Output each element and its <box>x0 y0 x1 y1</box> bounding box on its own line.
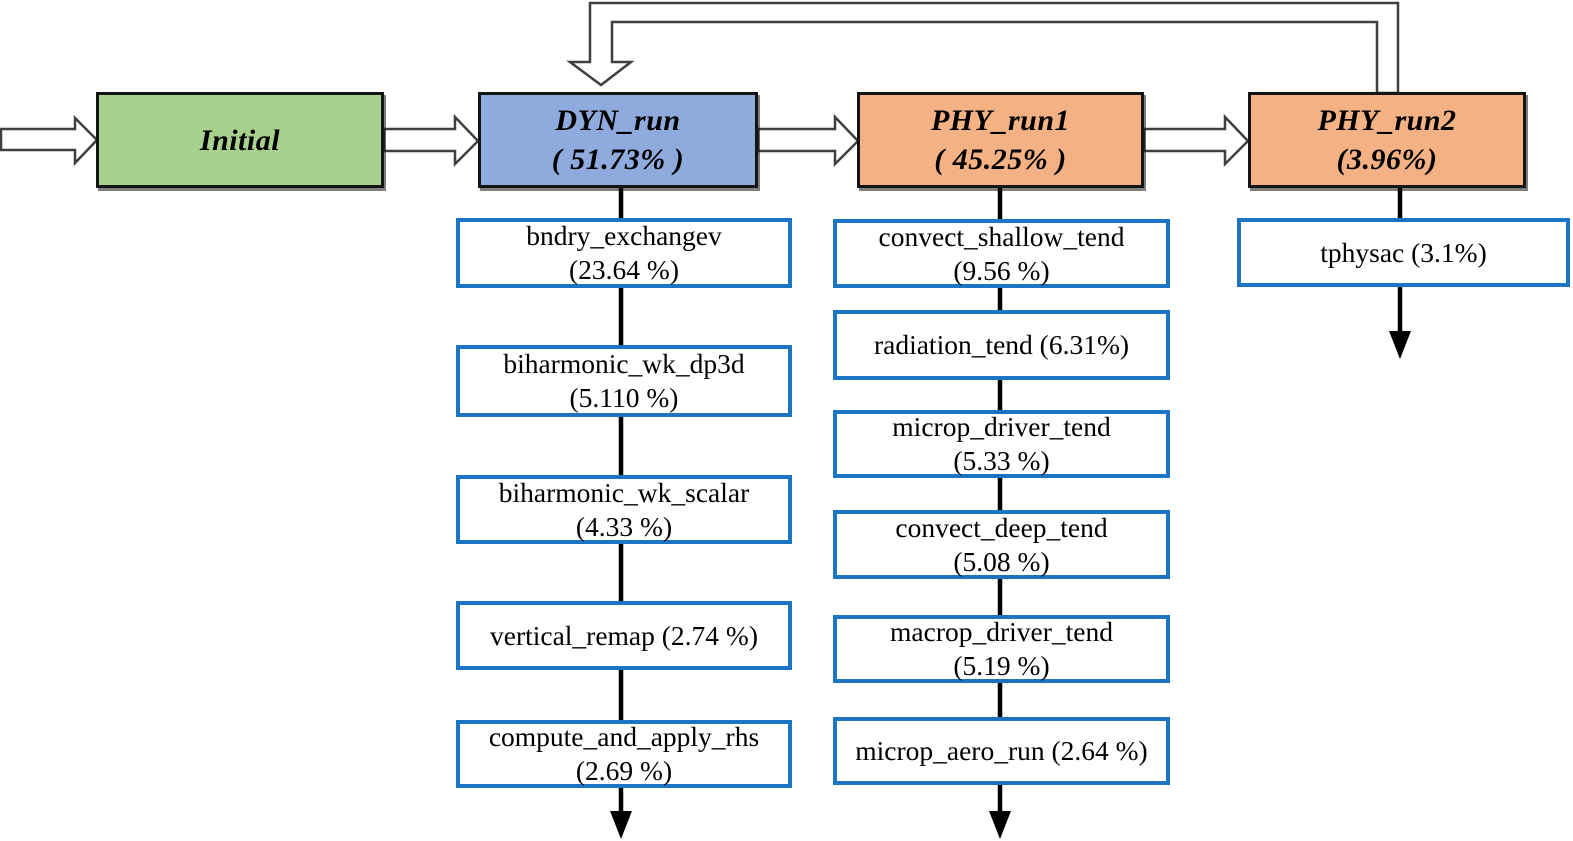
subnode-biharmonic-wk-scalar: biharmonic_wk_scalar (4.33 %) <box>456 475 792 544</box>
node-initial-label: Initial <box>199 123 281 157</box>
subnode-bndry-exchangev: bndry_exchangev (23.64 %) <box>456 218 792 288</box>
subnode-label: macrop_driver_tend <box>890 616 1113 648</box>
subnode-label: bndry_exchangev <box>526 220 722 252</box>
subnode-pct: (5.110 %) <box>569 382 679 413</box>
subnode-label: radiation_tend (6.31%) <box>873 329 1130 361</box>
subnode-radiation-tend: radiation_tend (6.31%) <box>833 310 1170 380</box>
subnode-pct: (5.08 %) <box>953 545 1050 577</box>
subnode-pct: (4.33 %) <box>575 510 673 542</box>
node-phy-run2-pct: (3.96%) <box>1336 143 1438 176</box>
phy2-column-arrowhead <box>1389 331 1411 359</box>
node-dyn-run-pct: ( 51.73% ) <box>551 143 685 176</box>
subnode-label: biharmonic_wk_scalar <box>498 476 750 508</box>
subnode-label: convect_deep_tend <box>895 511 1108 543</box>
entry-arrow <box>0 114 99 167</box>
dyn-column-arrowhead <box>610 811 632 839</box>
subnode-pct: (9.56 %) <box>953 254 1050 286</box>
subnode-compute-and-apply-rhs: compute_and_apply_rhs (2.69 %) <box>456 720 792 788</box>
subnode-convect-deep-tend: convect_deep_tend (5.08 %) <box>833 510 1170 579</box>
subnode-label: tphysac (3.1%) <box>1320 236 1487 268</box>
subnode-microp-driver-tend: microp_driver_tend (5.33 %) <box>833 410 1170 478</box>
feedback-loop-arrow <box>566 1 1400 95</box>
node-phy-run1-label: PHY_run1 <box>930 104 1071 137</box>
node-initial: Initial <box>96 92 384 188</box>
subnode-macrop-driver-tend: macrop_driver_tend (5.19 %) <box>833 615 1170 683</box>
subnode-vertical-remap: vertical_remap (2.74 %) <box>456 601 792 670</box>
subnode-label: compute_and_apply_rhs <box>488 721 760 753</box>
subnode-microp-aero-run: microp_aero_run (2.64 %) <box>833 717 1170 785</box>
subnode-pct: (2.69 %) <box>575 755 673 786</box>
node-phy-run2-label: PHY_run2 <box>1317 104 1457 137</box>
arrow-initial-to-dyn <box>382 113 480 168</box>
subnode-pct: (5.33 %) <box>953 445 1050 476</box>
subnode-pct: (5.19 %) <box>953 650 1050 681</box>
arrow-dyn-to-phy1 <box>756 113 860 168</box>
subnode-label: vertical_remap (2.74 %) <box>489 619 758 651</box>
node-dyn-run-label: DYN_run <box>555 104 681 137</box>
subnode-label: convect_shallow_tend <box>878 220 1125 252</box>
subnode-label: microp_driver_tend <box>892 411 1111 443</box>
phy1-column-arrowhead <box>989 811 1011 839</box>
subnode-biharmonic-wk-dp3d: biharmonic_wk_dp3d (5.110 %) <box>456 345 792 417</box>
node-phy-run1-pct: ( 45.25% ) <box>934 143 1067 176</box>
subnode-label: microp_aero_run (2.64 %) <box>855 735 1148 767</box>
subnode-tphysac: tphysac (3.1%) <box>1237 218 1570 287</box>
node-phy-run2: PHY_run2 (3.96%) <box>1248 92 1526 188</box>
subnode-pct: (23.64 %) <box>569 254 679 285</box>
arrow-phy1-to-phy2 <box>1142 113 1250 168</box>
subnode-label: biharmonic_wk_dp3d <box>503 348 745 380</box>
node-phy-run1: PHY_run1 ( 45.25% ) <box>857 92 1144 188</box>
subnode-convect-shallow-tend: convect_shallow_tend (9.56 %) <box>833 219 1170 288</box>
node-dyn-run: DYN_run ( 51.73% ) <box>478 92 758 188</box>
